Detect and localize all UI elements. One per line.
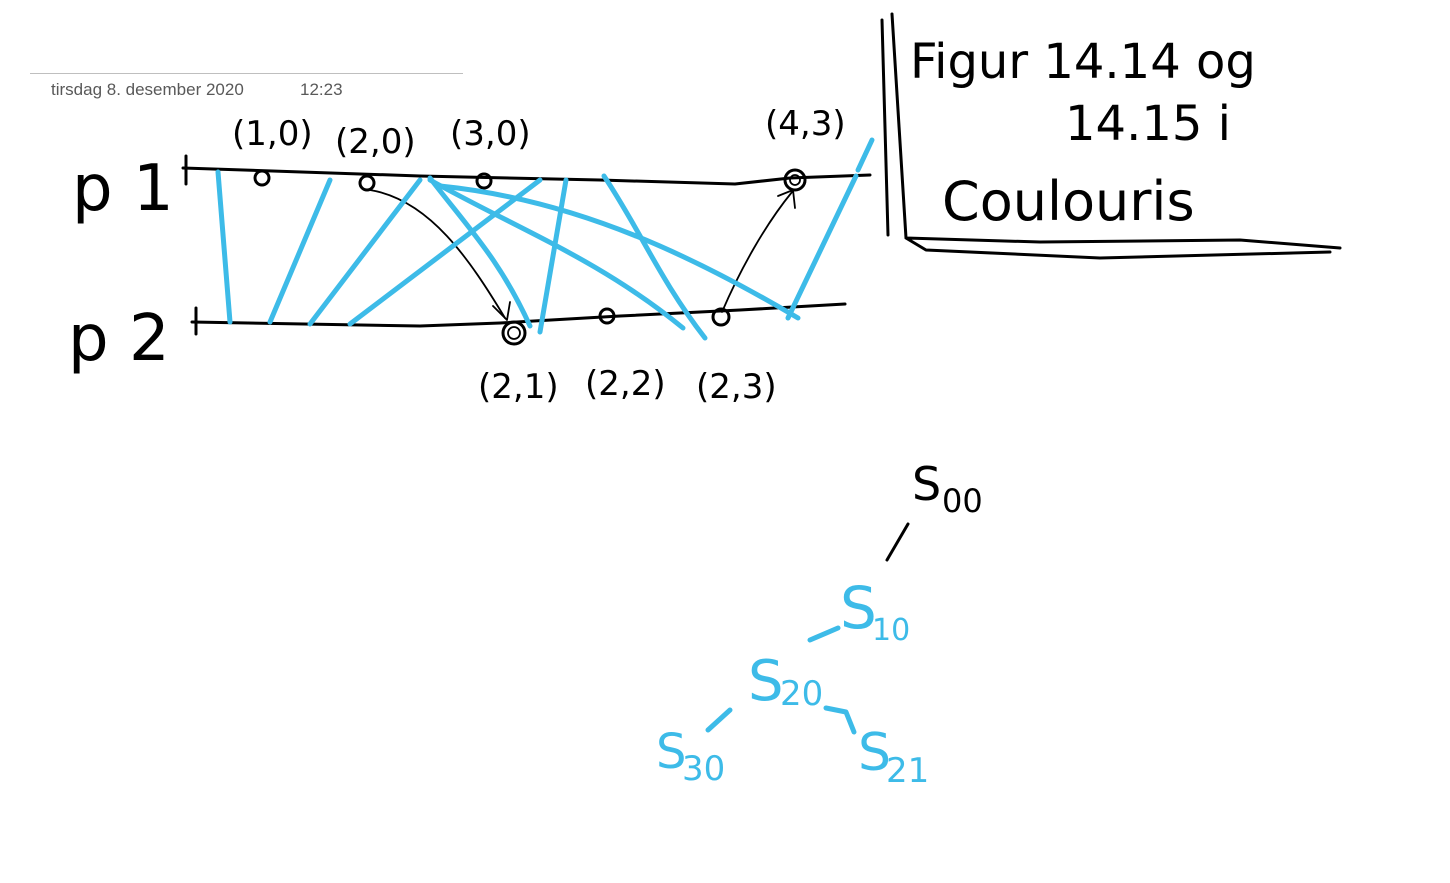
event-marker-2-2 xyxy=(598,307,616,325)
event-marker-2-1-inner xyxy=(507,326,521,340)
svg-text:20: 20 xyxy=(780,674,823,714)
timeline-p1 xyxy=(181,166,872,186)
message-arrow-p2-to-p1 xyxy=(721,191,793,313)
page-time: 12:23 xyxy=(300,80,343,99)
process-label-p1: p 1 xyxy=(72,152,174,226)
process-label-p2: p 2 xyxy=(68,302,170,376)
event-marker-2-3 xyxy=(711,307,731,327)
lattice-node-s00: S 00 xyxy=(912,457,983,520)
message-arrow-p2-to-p1-head xyxy=(777,189,796,209)
event-marker-1-0 xyxy=(253,169,271,187)
event-marker-3-0 xyxy=(475,172,493,190)
event-label-3-0: (3,0) xyxy=(450,114,531,154)
svg-text:30: 30 xyxy=(682,749,725,789)
svg-text:10: 10 xyxy=(872,613,910,648)
timeline-p2 xyxy=(190,302,847,328)
lattice-node-s10: S 10 xyxy=(840,574,910,648)
event-marker-4-3 xyxy=(783,168,807,192)
event-label-4-3: (4,3) xyxy=(765,104,846,144)
event-label-2-0: (2,0) xyxy=(335,122,416,162)
svg-text:00: 00 xyxy=(942,482,983,520)
message-arrow-p1-to-p2 xyxy=(369,189,506,319)
svg-text:S: S xyxy=(840,574,877,642)
svg-text:S: S xyxy=(858,723,891,783)
header-divider xyxy=(30,73,463,74)
lattice-node-s20: S 20 xyxy=(748,649,823,714)
page-date: tirsdag 8. desember 2020 xyxy=(51,80,244,99)
event-marker-2-1 xyxy=(501,320,527,346)
lattice-node-s21: S 21 xyxy=(858,723,929,791)
lattice-edge-s00-s10 xyxy=(885,522,910,562)
note-line-3: Coulouris xyxy=(942,170,1195,233)
svg-text:21: 21 xyxy=(886,751,929,791)
lattice-edge-s10-s20 xyxy=(807,625,841,643)
event-label-2-1: (2,1) xyxy=(478,367,559,407)
note-line-1: Figur 14.14 og xyxy=(910,34,1256,90)
event-label-2-3: (2,3) xyxy=(696,367,777,407)
note-box-border xyxy=(880,12,1342,260)
svg-text:S: S xyxy=(656,724,686,780)
lattice-edge-s20-s30 xyxy=(705,707,733,733)
event-marker-4-3-inner xyxy=(789,174,801,186)
lattice-edge-s20-s21 xyxy=(823,705,857,735)
cut-lines xyxy=(215,137,875,341)
event-label-2-2: (2,2) xyxy=(585,364,666,404)
lattice-node-s30: S 30 xyxy=(656,724,725,789)
svg-text:S: S xyxy=(912,457,941,511)
page-header: tirsdag 8. desember 2020 12:23 xyxy=(0,0,1450,110)
event-marker-2-0 xyxy=(358,174,376,192)
message-arrow-p1-to-p2-head xyxy=(492,301,511,321)
note-line-2: 14.15 i xyxy=(1065,96,1231,152)
svg-text:S: S xyxy=(748,649,784,714)
event-label-1-0: (1,0) xyxy=(232,114,313,154)
